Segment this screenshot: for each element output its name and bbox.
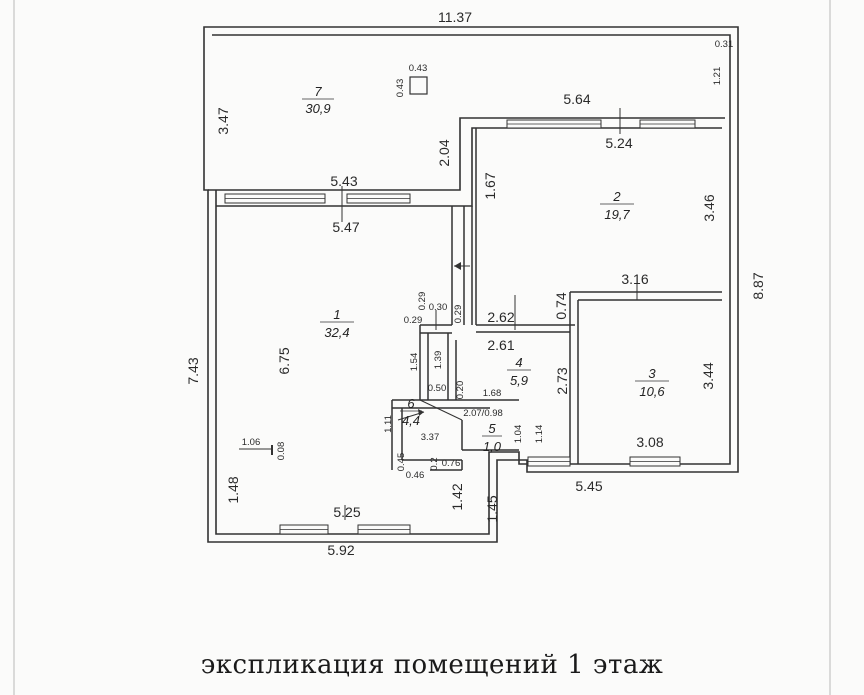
room-7-wall — [208, 117, 725, 207]
room-2-area: 19,7 — [604, 207, 630, 222]
dim-0-74: 0.74 — [553, 292, 569, 319]
dim-2-07-0-98: 2.07/0.98 — [463, 408, 503, 419]
room-7-number: 7 — [314, 84, 322, 99]
dim-3-08: 3.08 — [636, 434, 663, 450]
dim-1-42: 1.42 — [449, 483, 465, 510]
dim-6-75: 6.75 — [276, 347, 292, 374]
dim-5-47: 5.47 — [332, 219, 359, 235]
dim-1-11: 1.11 — [383, 415, 394, 433]
dim-1-45: 1.45 — [484, 495, 500, 522]
page-border — [13, 0, 831, 695]
dim-5-43: 5.43 — [330, 173, 357, 189]
dim-0-2: 0.2 — [429, 457, 440, 470]
dim-1-68: 1.68 — [483, 388, 502, 399]
chimney — [409, 76, 428, 95]
stair-diagonal — [419, 399, 463, 421]
room-1-number: 1 — [333, 307, 340, 322]
room-2-number: 2 — [612, 189, 621, 204]
dim-11-37: 11.37 — [438, 9, 472, 25]
dim-8-87: 8.87 — [750, 272, 766, 299]
dim-0-31: 0.31 — [715, 39, 734, 50]
window-glazing — [225, 123, 695, 530]
dim-3-16: 3.16 — [621, 271, 648, 287]
dim-2-73: 2.73 — [554, 367, 570, 394]
dim-7-43: 7.43 — [185, 357, 201, 384]
dim-5-24: 5.24 — [605, 135, 632, 151]
interior-walls — [391, 128, 722, 471]
dim-0-29-top: 0.29 — [417, 292, 428, 311]
dim-1-04: 1.04 — [513, 425, 524, 444]
dim-2-04: 2.04 — [436, 139, 452, 166]
room-4-number: 4 — [515, 355, 522, 370]
dim-0-30: 0.30 — [429, 302, 448, 313]
room-labels: 7 30,9 2 19,7 1 32,4 3 10,6 4 5,9 5 1,0 … — [302, 84, 669, 454]
entrance-arrow-head — [454, 262, 461, 270]
dim-0-76: 0.76 — [442, 458, 461, 469]
dim-3-46: 3.46 — [701, 194, 717, 221]
room-4-area: 5,9 — [510, 373, 528, 388]
room-5-number: 5 — [488, 421, 496, 436]
dim-5-45: 5.45 — [575, 478, 602, 494]
dim-5-92: 5.92 — [327, 542, 354, 558]
dim-0-20: 0.20 — [455, 381, 466, 400]
dim-1-14: 1.14 — [534, 425, 545, 444]
room-3-area: 10,6 — [639, 384, 665, 399]
dimensions-horizontal: 11.37 0.31 0.43 5.64 5.24 5.43 5.47 3.16… — [242, 9, 734, 558]
dim-ticks — [341, 108, 638, 520]
dim-1-21: 1.21 — [712, 67, 723, 86]
dim-1-67: 1.67 — [482, 172, 498, 199]
room-6-number: 6 — [407, 396, 415, 411]
dim-0-08: 0.08 — [276, 442, 287, 461]
dim-2-62: 2.62 — [487, 309, 514, 325]
dim-3-47: 3.47 — [215, 107, 231, 134]
dim-1-54: 1.54 — [409, 353, 420, 372]
dim-0-50: 0.50 — [428, 383, 447, 394]
dim-0-43-v: 0.43 — [395, 79, 406, 98]
dim-0-46: 0.46 — [406, 470, 425, 481]
dim-0-29-right: 0.29 — [453, 305, 464, 324]
dim-3-37: 3.37 — [421, 432, 440, 443]
room-7-area: 30,9 — [305, 101, 330, 116]
room-5-area: 1,0 — [483, 439, 502, 454]
dimensions-vertical: 1.21 0.43 3.47 2.04 1.67 3.46 8.87 0.74 … — [185, 67, 766, 523]
dim-1-39: 1.39 — [433, 351, 444, 370]
dim-2-61: 2.61 — [487, 337, 514, 353]
dim-5-64: 5.64 — [563, 91, 590, 107]
dim-0-45: 0.45 — [396, 453, 407, 472]
plan-caption: экспликация помещений 1 этаж — [200, 650, 664, 680]
dim-3-44: 3.44 — [700, 362, 716, 389]
room-6-area: 4,4 — [402, 413, 420, 428]
dim-0-29-left: 0.29 — [404, 315, 423, 326]
dim-1-06: 1.06 — [242, 437, 261, 448]
dim-5-25: 5.25 — [333, 504, 360, 520]
room-3-number: 3 — [648, 366, 656, 381]
dim-0-43-h: 0.43 — [409, 63, 428, 74]
dim-1-48: 1.48 — [225, 476, 241, 503]
room-1-area: 32,4 — [324, 325, 349, 340]
